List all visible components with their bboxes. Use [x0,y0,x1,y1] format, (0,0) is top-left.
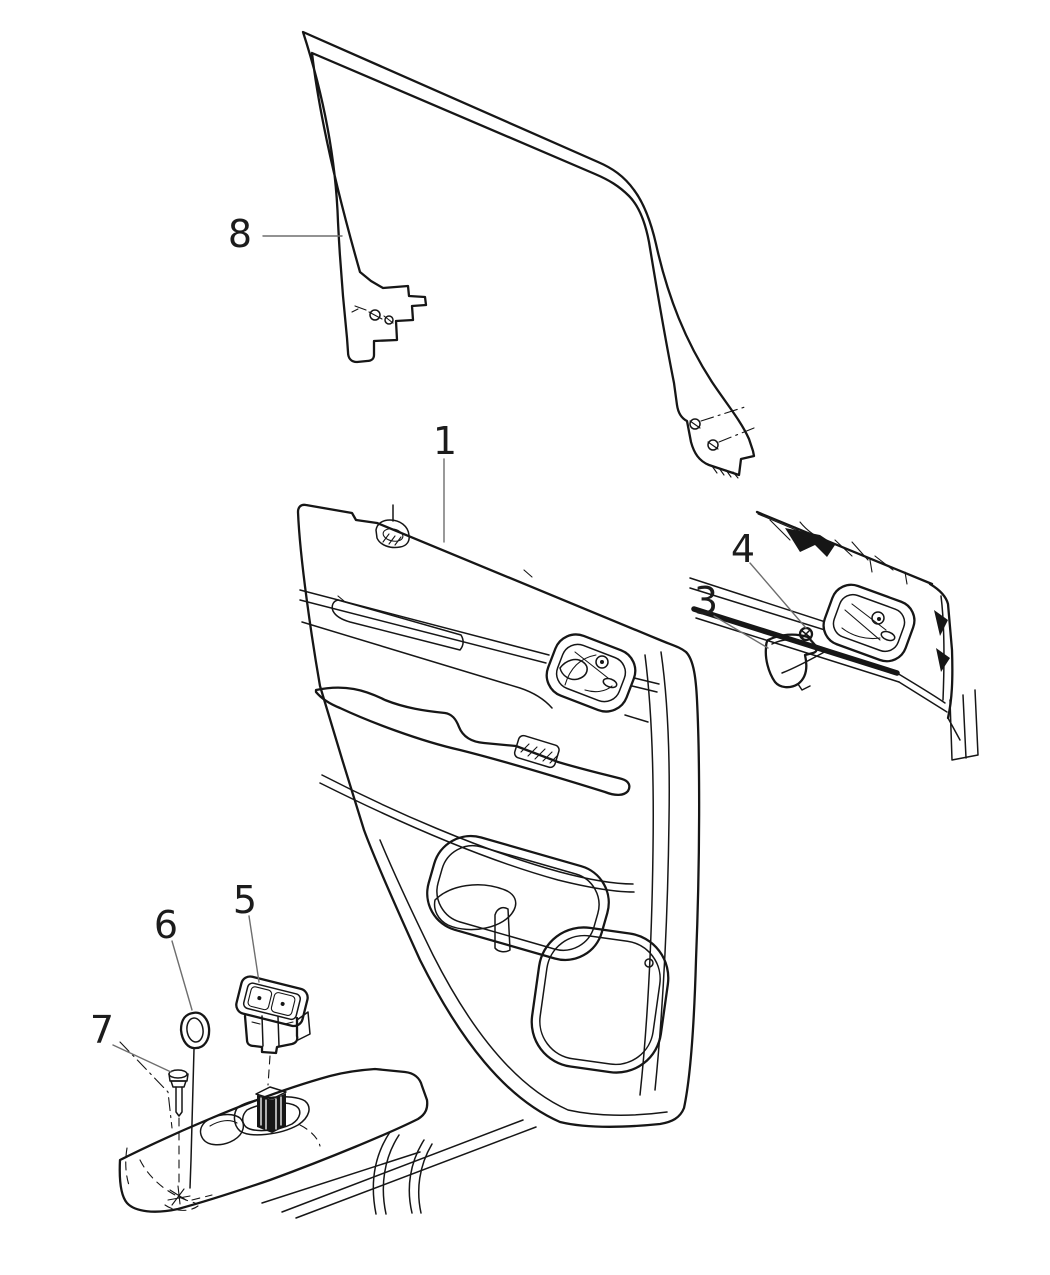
handle-area-inset-drawing [689,510,979,761]
callout-label-1: 1 [432,419,458,463]
callout-label-6: 6 [153,903,179,947]
callout-label-4: 4 [730,527,756,571]
window-surround-molding-drawing [301,30,756,479]
switch-exploded-drawing [118,975,537,1219]
callout-label-7: 7 [89,1008,115,1052]
callout-leader-lines [112,235,807,1073]
callout-label-3: 3 [693,579,719,623]
callout-label-8: 8 [227,212,253,256]
callout-label-5: 5 [232,878,258,922]
door-trim-panel-drawing [296,503,701,1128]
